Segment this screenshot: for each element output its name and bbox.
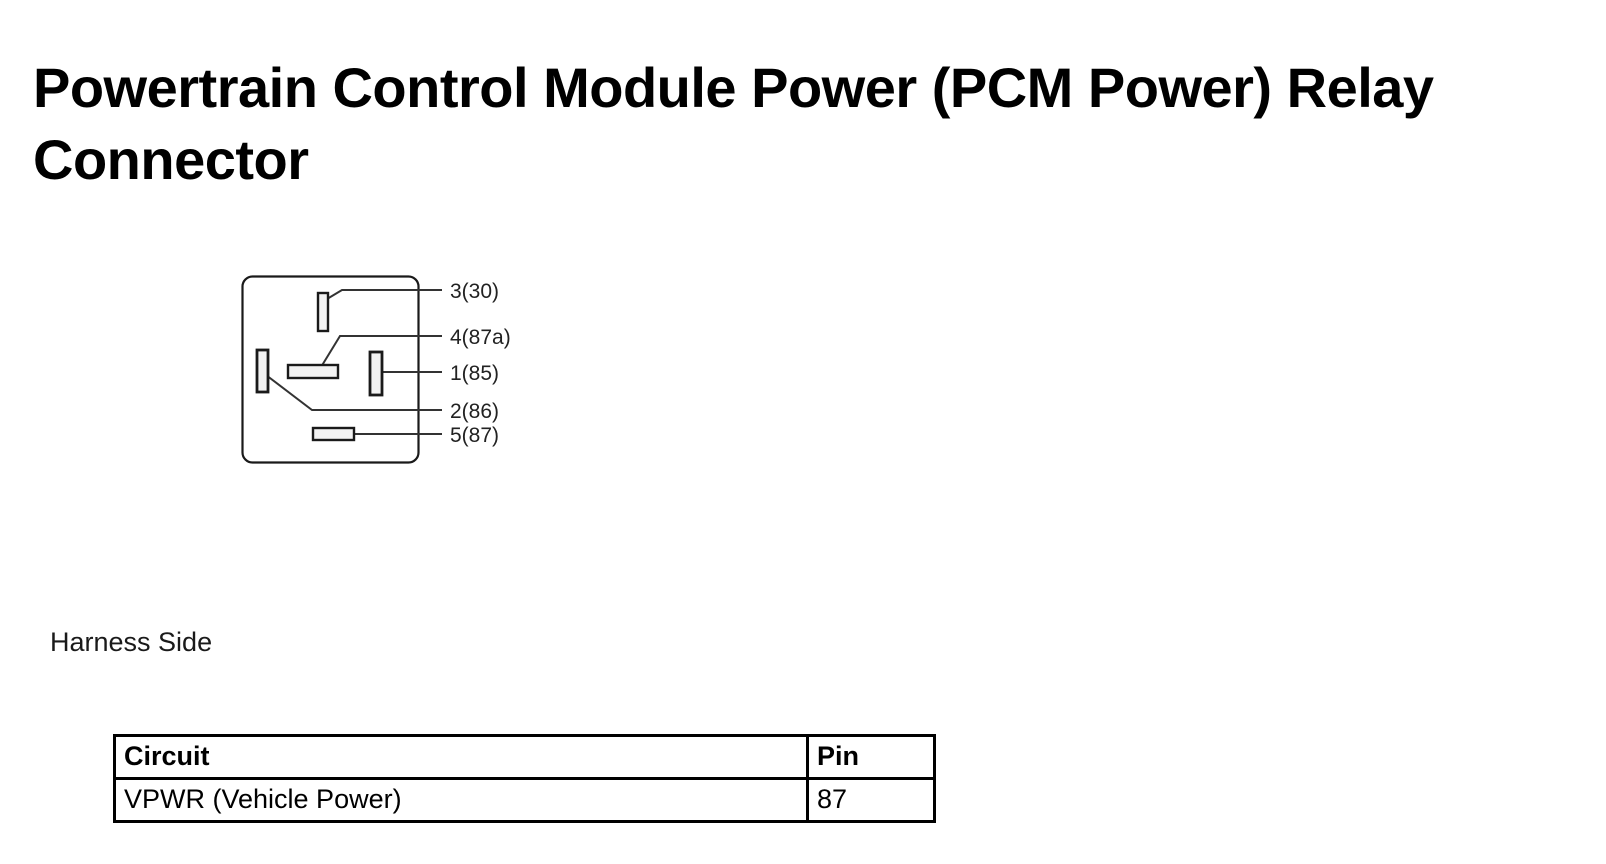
leader-line-pin-2-86: [265, 374, 442, 411]
page-title: Powertrain Control Module Power (PCM Pow…: [33, 55, 1449, 191]
cell-pin: 87: [806, 777, 936, 823]
terminal-blade-pin-2-86: [255, 348, 270, 394]
column-header-circuit: Circuit: [113, 734, 809, 780]
relay-connector-svg: 3(30) 4(87a) 1(85) 2(86) 5(87): [241, 275, 511, 464]
pin-label-1-85: 1(85): [450, 362, 499, 385]
column-header-pin: Pin: [806, 734, 936, 780]
relay-connector-diagram: 3(30) 4(87a) 1(85) 2(86) 5(87): [230, 262, 550, 482]
terminal-blade-pin-5-87: [311, 426, 356, 442]
circuit-table-container: Circuit Pin VPWR (Vehicle Power) 87: [113, 734, 936, 823]
terminal-blade-pin-3-30: [316, 291, 330, 333]
table-header-row: Circuit Pin: [113, 734, 936, 780]
circuit-pin-table: Circuit Pin VPWR (Vehicle Power) 87: [113, 734, 936, 823]
leader-line-pin-4-87a: [317, 335, 442, 373]
harness-side-caption: Harness Side: [50, 627, 213, 657]
terminal-blade-pin-1-85: [368, 350, 384, 397]
pin-label-4-87a: 4(87a): [450, 326, 511, 349]
leader-line-pin-3-30: [326, 289, 442, 300]
pin-label-3-30: 3(30): [450, 280, 499, 303]
cell-circuit: VPWR (Vehicle Power): [113, 777, 809, 823]
table-row: VPWR (Vehicle Power) 87: [113, 777, 936, 823]
pin-label-2-86: 2(86): [450, 400, 499, 423]
pin-label-5-87: 5(87): [450, 424, 499, 447]
terminal-blade-pin-4-87a: [286, 363, 340, 380]
